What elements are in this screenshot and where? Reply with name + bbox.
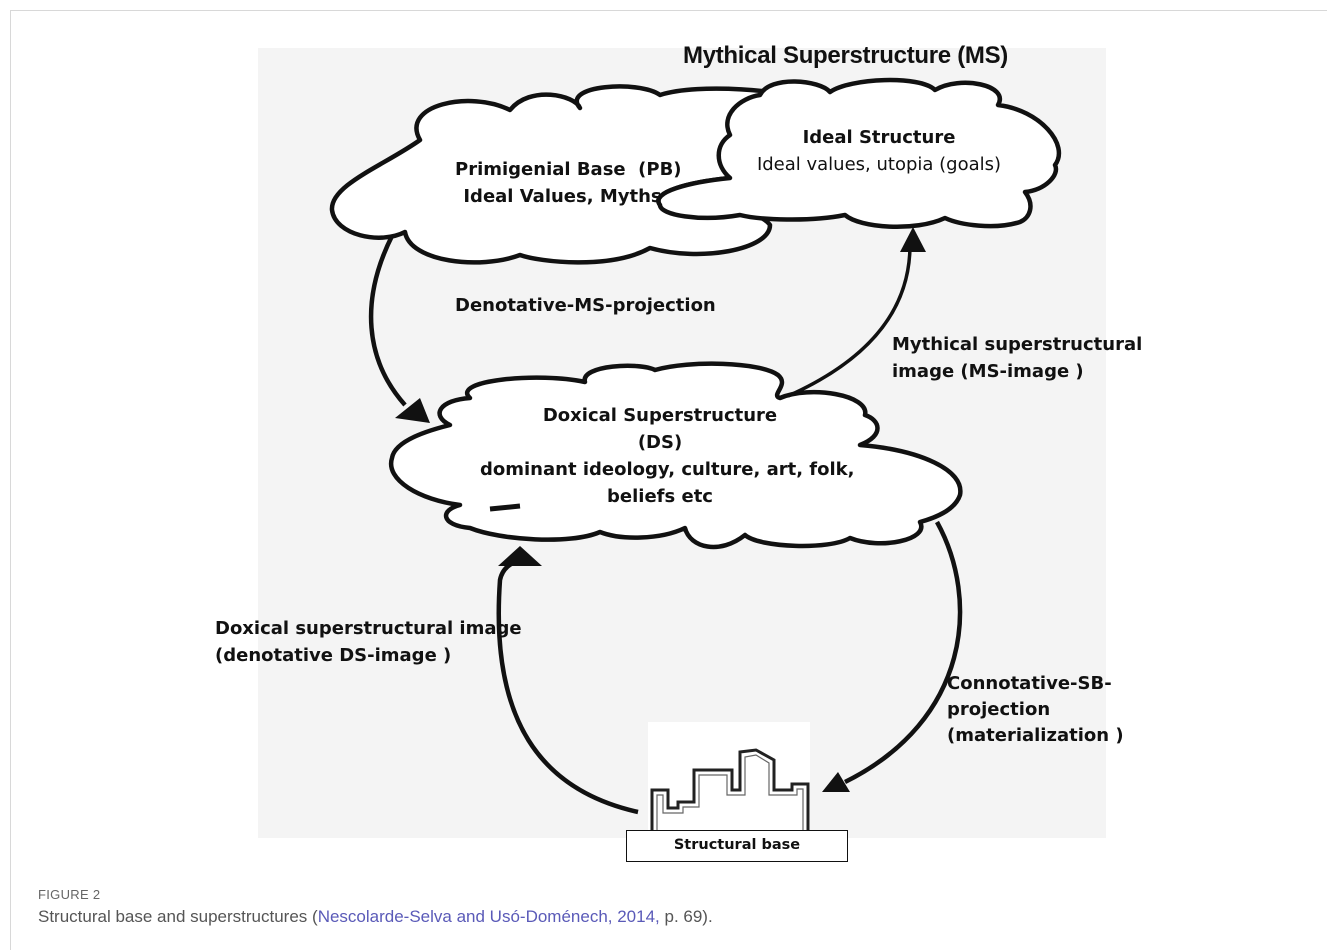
denotative-ms-projection-label: Denotative-MS-projection — [455, 295, 716, 316]
denotative-ms-projection-arrowhead — [395, 398, 430, 423]
doxical-line3: dominant ideology, culture, art, folk, — [480, 459, 855, 480]
ds-image-arrowhead — [498, 546, 542, 566]
ms-image-line1: Mythical superstructural — [892, 334, 1143, 355]
caption-text-before: Structural base and superstructures ( — [38, 907, 318, 926]
ds-image-label: Doxical superstructural image (denotativ… — [215, 615, 522, 669]
connotative-sb-projection-arrowhead — [822, 772, 850, 792]
mythical-superstructure-title: Mythical Superstructure (MS) — [683, 42, 1008, 69]
denotative-ms-projection-arrow — [368, 234, 407, 407]
figure-caption: Structural base and superstructures (Nes… — [38, 907, 713, 927]
caption-reference-link[interactable]: Nescolarde-Selva and Usó-Doménech, 2014, — [317, 907, 660, 926]
ds-image-arrow — [496, 559, 639, 815]
primigenial-base-label: Primigenial Base (PB) Ideal Values, Myth… — [455, 156, 682, 210]
ideal-structure-label: Ideal Structure Ideal values, utopia (go… — [748, 124, 1010, 178]
ms-image-label: Mythical superstructural image (MS-image… — [892, 331, 1142, 385]
ms-image-line2: image (MS-image ) — [892, 361, 1084, 382]
building-icon — [650, 748, 810, 830]
figure-frame — [10, 10, 1327, 950]
ideal-structure-line2: Ideal values, utopia (goals) — [756, 154, 1002, 175]
doxical-line4: beliefs etc — [607, 486, 713, 507]
caption-text-after: p. 69). — [659, 907, 713, 926]
ms-image-arrowhead — [900, 227, 926, 252]
connotative-line2: projection — [947, 699, 1051, 720]
structural-base-box — [626, 830, 848, 862]
ms-image-arrow — [787, 244, 912, 398]
building-image-bg — [648, 722, 810, 830]
primigenial-base-line2: Ideal Values, Myths — [463, 186, 662, 207]
building-icon-inner — [656, 754, 804, 830]
structural-base-label: Structural base — [673, 837, 801, 853]
ds-image-line1: Doxical superstructural image — [215, 618, 522, 639]
connotative-sb-projection-label: Connotative-SB- projection (materializat… — [947, 671, 1124, 749]
doxical-line2: (DS) — [637, 432, 683, 453]
doxical-line1: Doxical Superstructure — [542, 405, 778, 426]
doxical-superstructure-cloud — [388, 361, 963, 550]
ideal-structure-cloud — [656, 77, 1062, 230]
ideal-structure-line1: Ideal Structure — [802, 127, 956, 148]
figure-kicker: FIGURE 2 — [38, 887, 101, 902]
connotative-line1: Connotative-SB- — [947, 673, 1112, 694]
doxical-superstructure-label: Doxical Superstructure (DS) dominant ide… — [480, 402, 855, 510]
doxical-cloud-inner-stroke — [489, 503, 521, 512]
connotative-line3: (materialization ) — [947, 725, 1124, 746]
connotative-sb-projection-arrow — [843, 520, 963, 785]
ds-image-line2: (denotative DS-image ) — [215, 645, 452, 666]
primigenial-base-line1: Primigenial Base (PB) — [455, 159, 682, 180]
